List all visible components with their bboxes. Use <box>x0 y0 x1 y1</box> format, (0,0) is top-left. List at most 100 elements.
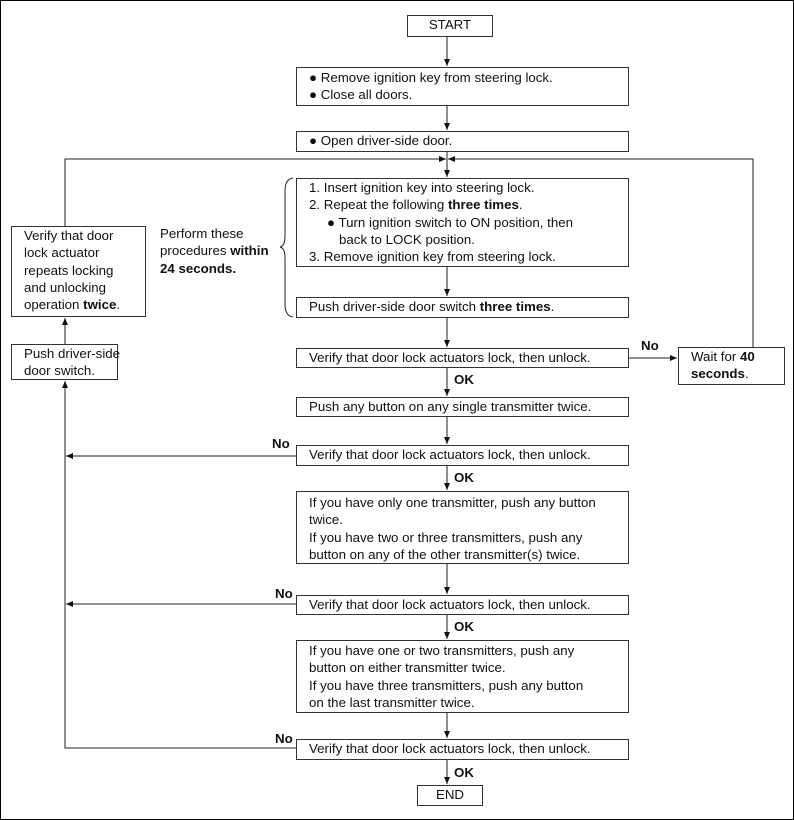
decision-verify-4: Verify that door lock actuators lock, th… <box>296 739 629 760</box>
text-segment: Push driver-side <box>24 346 121 361</box>
text-segment: 1. Insert ignition key into steering loc… <box>309 180 535 195</box>
text-line: twice. <box>309 511 628 528</box>
arrow-left-loop-back <box>64 156 446 226</box>
text-segment: Verify that door lock actuators lock, th… <box>309 447 591 462</box>
text-line: Verify that door lock actuators lock, th… <box>309 740 628 757</box>
label-ok-3: OK <box>454 619 474 634</box>
text-line: Verify that door <box>24 227 145 244</box>
text-segment: 3. Remove ignition key from steering loc… <box>309 249 556 265</box>
text-segment: lock actuator <box>24 245 100 261</box>
text-line: END <box>418 786 482 803</box>
step-push-any-button: Push any button on any single transmitte… <box>296 397 629 417</box>
text-segment: Perform these <box>160 226 244 241</box>
text-segment: back to LOCK position. <box>339 231 475 247</box>
text-segment: ● Remove ignition key from steering lock… <box>309 70 553 85</box>
step-push-driver-switch: Push driver-side door switch. <box>11 344 121 380</box>
text-segment: three times <box>447 197 519 213</box>
decision-verify-3: Verify that door lock actuators lock, th… <box>296 595 629 615</box>
text-line: on the last transmitter twice. <box>309 694 628 711</box>
step-third-transmitter: If you have one or two transmitters, pus… <box>296 640 629 713</box>
label-no-4: No <box>275 731 293 746</box>
end-node: END <box>417 785 483 806</box>
text-line: back to LOCK position. <box>309 231 628 248</box>
text-segment: START <box>428 17 472 32</box>
text-line: repeats locking <box>24 262 145 279</box>
text-line: If you have only one transmitter, push a… <box>309 494 628 511</box>
text-line: button on any of the other transmitter(s… <box>309 546 628 563</box>
text-segment: twice <box>83 297 117 313</box>
text-segment: procedures <box>160 243 231 259</box>
text-segment: ● Open driver-side door. <box>309 133 453 148</box>
text-segment: operation <box>24 297 84 313</box>
text-line: If you have two or three transmitters, p… <box>309 529 628 546</box>
text-segment: three times <box>479 299 551 314</box>
label-ok-2: OK <box>454 470 474 485</box>
text-segment: Wait for <box>691 349 741 364</box>
text-line: Perform these <box>160 225 269 242</box>
text-segment: 24 seconds. <box>160 260 237 276</box>
start-node: START <box>407 15 493 37</box>
label-no-3: No <box>275 586 293 601</box>
step-procedures: 1. Insert ignition key into steering loc… <box>296 178 629 267</box>
text-segment: If you have two or three transmitters, p… <box>309 529 583 545</box>
text-line: door switch. <box>24 362 117 379</box>
text-segment: If you have one or two transmitters, pus… <box>309 643 575 658</box>
arrow-wait-loop-back <box>448 156 754 347</box>
text-segment: on the last transmitter twice. <box>309 694 475 710</box>
text-line: ● Open driver-side door. <box>309 132 628 149</box>
text-segment: . <box>116 297 121 313</box>
text-segment: 40 <box>740 349 755 364</box>
text-line: 1. Insert ignition key into steering loc… <box>309 179 628 196</box>
step-second-transmitter: If you have only one transmitter, push a… <box>296 491 629 564</box>
arrow-verify4-no <box>62 381 296 749</box>
text-line: 3. Remove ignition key from steering loc… <box>309 248 628 265</box>
text-segment: Verify that door lock actuators lock, th… <box>309 741 591 756</box>
text-line: Push any button on any single transmitte… <box>309 398 628 415</box>
text-segment: and unlocking <box>24 279 107 295</box>
text-segment: If you have three transmitters, push any… <box>309 677 584 693</box>
text-line: Push driver-side door switch three times… <box>309 298 628 315</box>
text-line: lock actuator <box>24 244 145 261</box>
text-segment: Verify that door lock actuators lock, th… <box>309 350 591 365</box>
label-ok-4: OK <box>454 765 474 780</box>
decision-verify-2: Verify that door lock actuators lock, th… <box>296 445 629 466</box>
text-line: Verify that door lock actuators lock, th… <box>309 349 628 366</box>
text-segment: END <box>435 787 465 802</box>
text-segment: . <box>550 299 555 314</box>
text-line: procedures within <box>160 242 269 259</box>
text-line: Verify that door lock actuators lock, th… <box>309 596 628 613</box>
text-line: and unlocking <box>24 279 145 296</box>
text-segment: repeats locking <box>24 262 114 278</box>
text-segment: 2. Repeat the following <box>309 197 448 213</box>
text-line: Wait for 40 <box>691 348 784 365</box>
text-line: 24 seconds. <box>160 260 269 277</box>
text-line: Push driver-side <box>24 345 121 362</box>
label-no-1: No <box>641 338 659 353</box>
text-segment: Verify that door lock actuators lock, th… <box>309 597 591 612</box>
text-segment: button on either transmitter twice. <box>309 660 506 676</box>
text-segment: . <box>518 197 523 213</box>
brace <box>279 177 294 318</box>
text-segment: door switch. <box>24 363 95 379</box>
label-no-2: No <box>272 436 290 451</box>
text-segment: ● Close all doors. <box>309 87 413 103</box>
text-segment: twice. <box>309 512 343 528</box>
text-line: Verify that door lock actuators lock, th… <box>309 446 628 463</box>
text-line: button on either transmitter twice. <box>309 659 628 676</box>
text-segment: within <box>230 243 269 259</box>
text-line: ● Turn ignition switch to ON position, t… <box>309 214 628 231</box>
text-line: 2. Repeat the following three times. <box>309 196 628 213</box>
text-line: If you have one or two transmitters, pus… <box>309 642 628 659</box>
text-segment: Push any button on any single transmitte… <box>309 399 592 414</box>
label-ok-1: OK <box>454 372 474 387</box>
text-segment: . <box>744 366 749 382</box>
decision-verify-1: Verify that door lock actuators lock, th… <box>296 348 629 368</box>
text-segment: Push driver-side door switch <box>309 299 480 314</box>
text-segment: If you have only one transmitter, push a… <box>309 495 596 510</box>
text-line: START <box>408 16 492 33</box>
text-segment: Verify that door <box>24 228 114 243</box>
